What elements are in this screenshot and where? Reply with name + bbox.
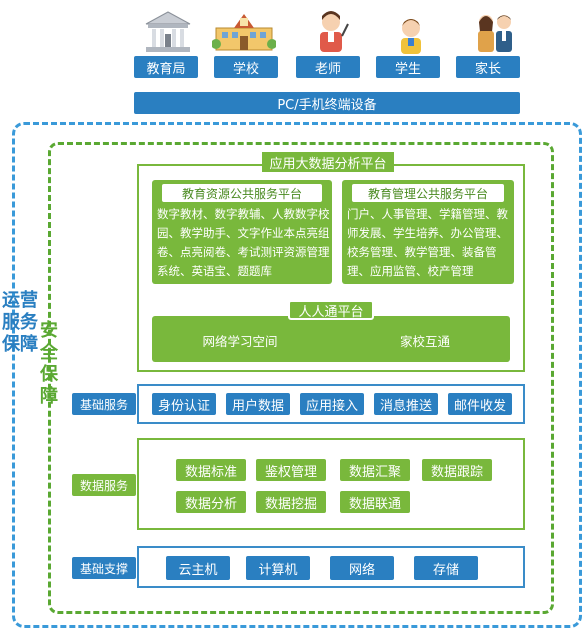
data-service-label: 数据服务 xyxy=(72,474,136,496)
student-icon xyxy=(401,19,421,54)
renren-platform-box xyxy=(152,316,510,362)
security-label: 安全保障 xyxy=(40,320,58,407)
user-label-parent[interactable]: 家长 xyxy=(456,56,520,78)
basic-service-mail[interactable]: 邮件收发 xyxy=(448,393,512,415)
basic-service-push[interactable]: 消息推送 xyxy=(374,393,438,415)
security-frame xyxy=(48,142,554,614)
user-label-school[interactable]: 学校 xyxy=(214,56,278,78)
user-label-bureau[interactable]: 教育局 xyxy=(134,56,198,78)
terminal-device-bar: PC/手机终端设备 xyxy=(134,92,520,114)
data-service-panel xyxy=(137,438,525,530)
basic-service-auth[interactable]: 身份认证 xyxy=(152,393,216,415)
infra-storage[interactable]: 存储 xyxy=(414,556,478,580)
big-data-platform-title: 应用大数据分析平台 xyxy=(262,152,394,172)
resource-platform-title: 教育资源公共服务平台 xyxy=(162,184,322,202)
renren-item-home-school[interactable]: 家校互通 xyxy=(399,333,450,349)
ops-service-label: 运营服务保障 xyxy=(2,290,38,355)
resource-platform-text: 数字教材、数字教辅、人教数字校园、教学助手、文字作业本点亮组卷、点亮阅卷、考试测… xyxy=(157,207,330,278)
government-building-icon xyxy=(145,11,191,52)
renren-item-learning-space[interactable]: 网络学习空间 xyxy=(202,333,278,349)
data-service-analysis[interactable]: 数据分析 xyxy=(176,491,246,513)
user-label-student[interactable]: 学生 xyxy=(376,56,440,78)
data-service-auth-mgmt[interactable]: 鉴权管理 xyxy=(256,459,326,481)
infra-label: 基础支撑 xyxy=(72,557,136,579)
user-label-teacher[interactable]: 老师 xyxy=(296,56,360,78)
management-platform-title: 教育管理公共服务平台 xyxy=(352,184,504,202)
data-service-connect[interactable]: 数据联通 xyxy=(340,491,410,513)
parents-icon xyxy=(478,15,512,52)
management-platform-text: 门户、人事管理、学籍管理、教师发展、学生培养、办公管理、校务管理、教学管理、装备… xyxy=(347,207,508,278)
infra-computer[interactable]: 计算机 xyxy=(246,556,310,580)
renren-platform-title: 人人通平台 xyxy=(288,300,374,320)
data-service-standard[interactable]: 数据标准 xyxy=(176,459,246,481)
ops-service-frame xyxy=(12,122,582,628)
school-building-icon xyxy=(212,14,276,51)
teacher-icon xyxy=(320,11,349,52)
infra-cloud-host[interactable]: 云主机 xyxy=(166,556,230,580)
infra-network[interactable]: 网络 xyxy=(330,556,394,580)
basic-service-label: 基础服务 xyxy=(72,393,136,415)
basic-service-app-access[interactable]: 应用接入 xyxy=(300,393,364,415)
data-service-aggregate[interactable]: 数据汇聚 xyxy=(340,459,410,481)
basic-service-user-data[interactable]: 用户数据 xyxy=(226,393,290,415)
data-service-tracking[interactable]: 数据跟踪 xyxy=(422,459,492,481)
data-service-mining[interactable]: 数据挖掘 xyxy=(256,491,326,513)
